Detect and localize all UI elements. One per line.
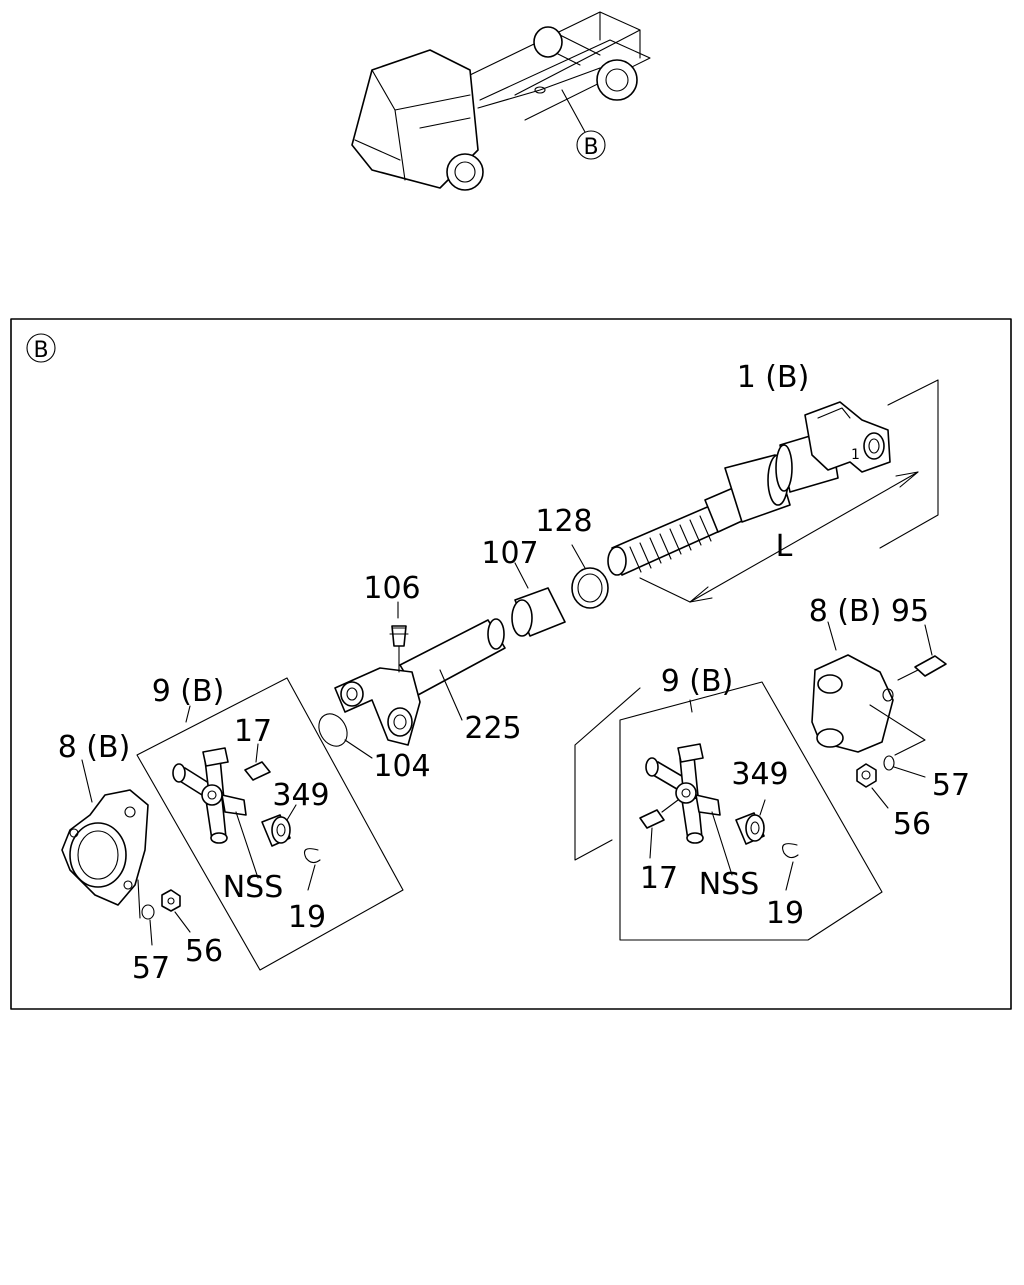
label-part-95: 95	[891, 594, 929, 629]
part-labels: 1 (B) 128 107 106 225 104 8 (B) 95 57 56…	[58, 360, 970, 986]
label-part-225: 225	[464, 711, 521, 746]
universal-joint-kit-right	[574, 681, 883, 941]
label-part-128: 128	[535, 504, 592, 539]
label-part-349-right: 349	[731, 757, 788, 792]
label-part-19-left: 19	[288, 900, 326, 935]
detail-frame	[10, 318, 1012, 1010]
label-part-9-left: 9 (B)	[152, 674, 225, 709]
label-part-56-left: 56	[185, 934, 223, 969]
truck-overview-illustration: B	[351, 11, 651, 191]
label-part-17-left: 17	[234, 714, 272, 749]
end-yoke-mark: 1	[851, 447, 860, 463]
label-part-9-right: 9 (B)	[661, 664, 734, 699]
label-part-8-right: 8 (B)	[809, 594, 882, 629]
sleeve-107	[511, 562, 566, 637]
o-ring-104	[318, 713, 373, 759]
label-nss-left: NSS	[223, 870, 284, 905]
label-part-106: 106	[363, 571, 420, 606]
overview-callout-circle	[576, 130, 606, 160]
label-nss-right: NSS	[699, 867, 760, 902]
overview-callout-letter: B	[583, 135, 598, 160]
propeller-shaft-assembly: 1 L	[607, 379, 939, 603]
label-part-107: 107	[481, 536, 538, 571]
slip-yoke-225	[334, 618, 506, 746]
universal-joint-kit-left	[136, 677, 404, 971]
label-part-19-right: 19	[766, 896, 804, 931]
label-part-8-left: 8 (B)	[58, 730, 131, 765]
label-part-17-right: 17	[640, 861, 678, 896]
dimension-L-label: L	[776, 529, 793, 564]
grease-nipple-106	[389, 601, 409, 673]
flange-yoke-right	[811, 621, 947, 809]
label-part-57-left: 57	[132, 951, 170, 986]
label-part-56-right: 56	[893, 807, 931, 842]
label-part-1: 1 (B)	[737, 360, 810, 395]
detail-marker-letter: B	[33, 338, 48, 363]
label-part-349-left: 349	[272, 778, 329, 813]
seal-ring-128	[571, 544, 609, 609]
label-part-57-right: 57	[932, 768, 970, 803]
flange-yoke-left	[61, 759, 191, 946]
detail-marker-circle	[26, 333, 56, 363]
label-part-104: 104	[373, 749, 430, 784]
